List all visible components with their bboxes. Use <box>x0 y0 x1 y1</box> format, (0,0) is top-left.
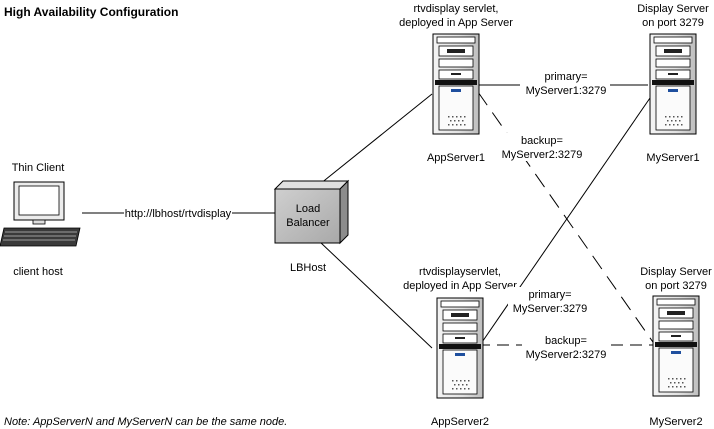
appserver1-name: AppServer1 <box>427 152 485 164</box>
as1-backup-label-line1: backup= <box>521 135 563 147</box>
myserver1-caption-line1: Display Server <box>637 3 709 15</box>
as2-primary-label-line2: MyServer:3279 <box>513 303 588 315</box>
page-title: High Availability Configuration <box>4 5 178 19</box>
appserver1-tower-server-icon <box>432 33 480 135</box>
load-balancer-label-line2: Balancer <box>286 217 330 229</box>
as1-primary-label-line1: primary= <box>544 71 587 83</box>
myserver2-tower-server-icon <box>652 295 700 397</box>
lbhost-label: LBHost <box>290 262 326 274</box>
myserver1-caption-line2: on port 3279 <box>642 17 704 29</box>
as2-primary-link <box>477 97 651 349</box>
appserver1-caption-line2: deployed in App Server <box>399 17 513 29</box>
as1-primary-label-bg <box>520 69 610 97</box>
lb-to-appserver1-link <box>319 93 433 185</box>
footnote: Note: AppServerN and MyServerN can be th… <box>4 416 287 428</box>
desktop-computer-icon <box>0 181 81 247</box>
thin-client-label: Thin Client <box>12 162 65 174</box>
client-link-label-bg <box>124 205 232 219</box>
appserver2-caption-line1: rtvdisplayservlet, <box>419 266 501 278</box>
as2-backup-label-bg <box>522 333 610 361</box>
as2-backup-label-line1: backup= <box>545 335 587 347</box>
client-link-label: http://lbhost/rtvdisplay <box>125 208 232 220</box>
as1-primary-label-line2: MyServer1:3279 <box>526 85 607 97</box>
as1-backup-label-bg <box>500 133 588 161</box>
as2-primary-label-line1: primary= <box>528 289 571 301</box>
client-host-label: client host <box>13 266 63 278</box>
myserver2-caption-line2: on port 3279 <box>645 280 707 292</box>
myserver2-name: MyServer2 <box>649 416 702 428</box>
as2-backup-label-line2: MyServer2:3279 <box>526 349 607 361</box>
myserver1-tower-server-icon <box>649 33 697 135</box>
myserver2-caption-line1: Display Server <box>640 266 712 278</box>
myserver1-name: MyServer1 <box>646 152 699 164</box>
load-balancer-box <box>273 179 350 245</box>
appserver2-name: AppServer2 <box>431 416 489 428</box>
as2-primary-label-bg <box>508 287 592 315</box>
appserver2-caption-line2: deployed in App Server <box>403 280 517 292</box>
lb-to-appserver2-link <box>319 241 433 349</box>
appserver1-caption-line1: rtvdisplay servlet, <box>414 3 499 15</box>
as1-backup-label-line2: MyServer2:3279 <box>502 149 583 161</box>
appserver2-tower-server-icon <box>436 297 484 399</box>
load-balancer-label-line1: Load <box>296 203 320 215</box>
